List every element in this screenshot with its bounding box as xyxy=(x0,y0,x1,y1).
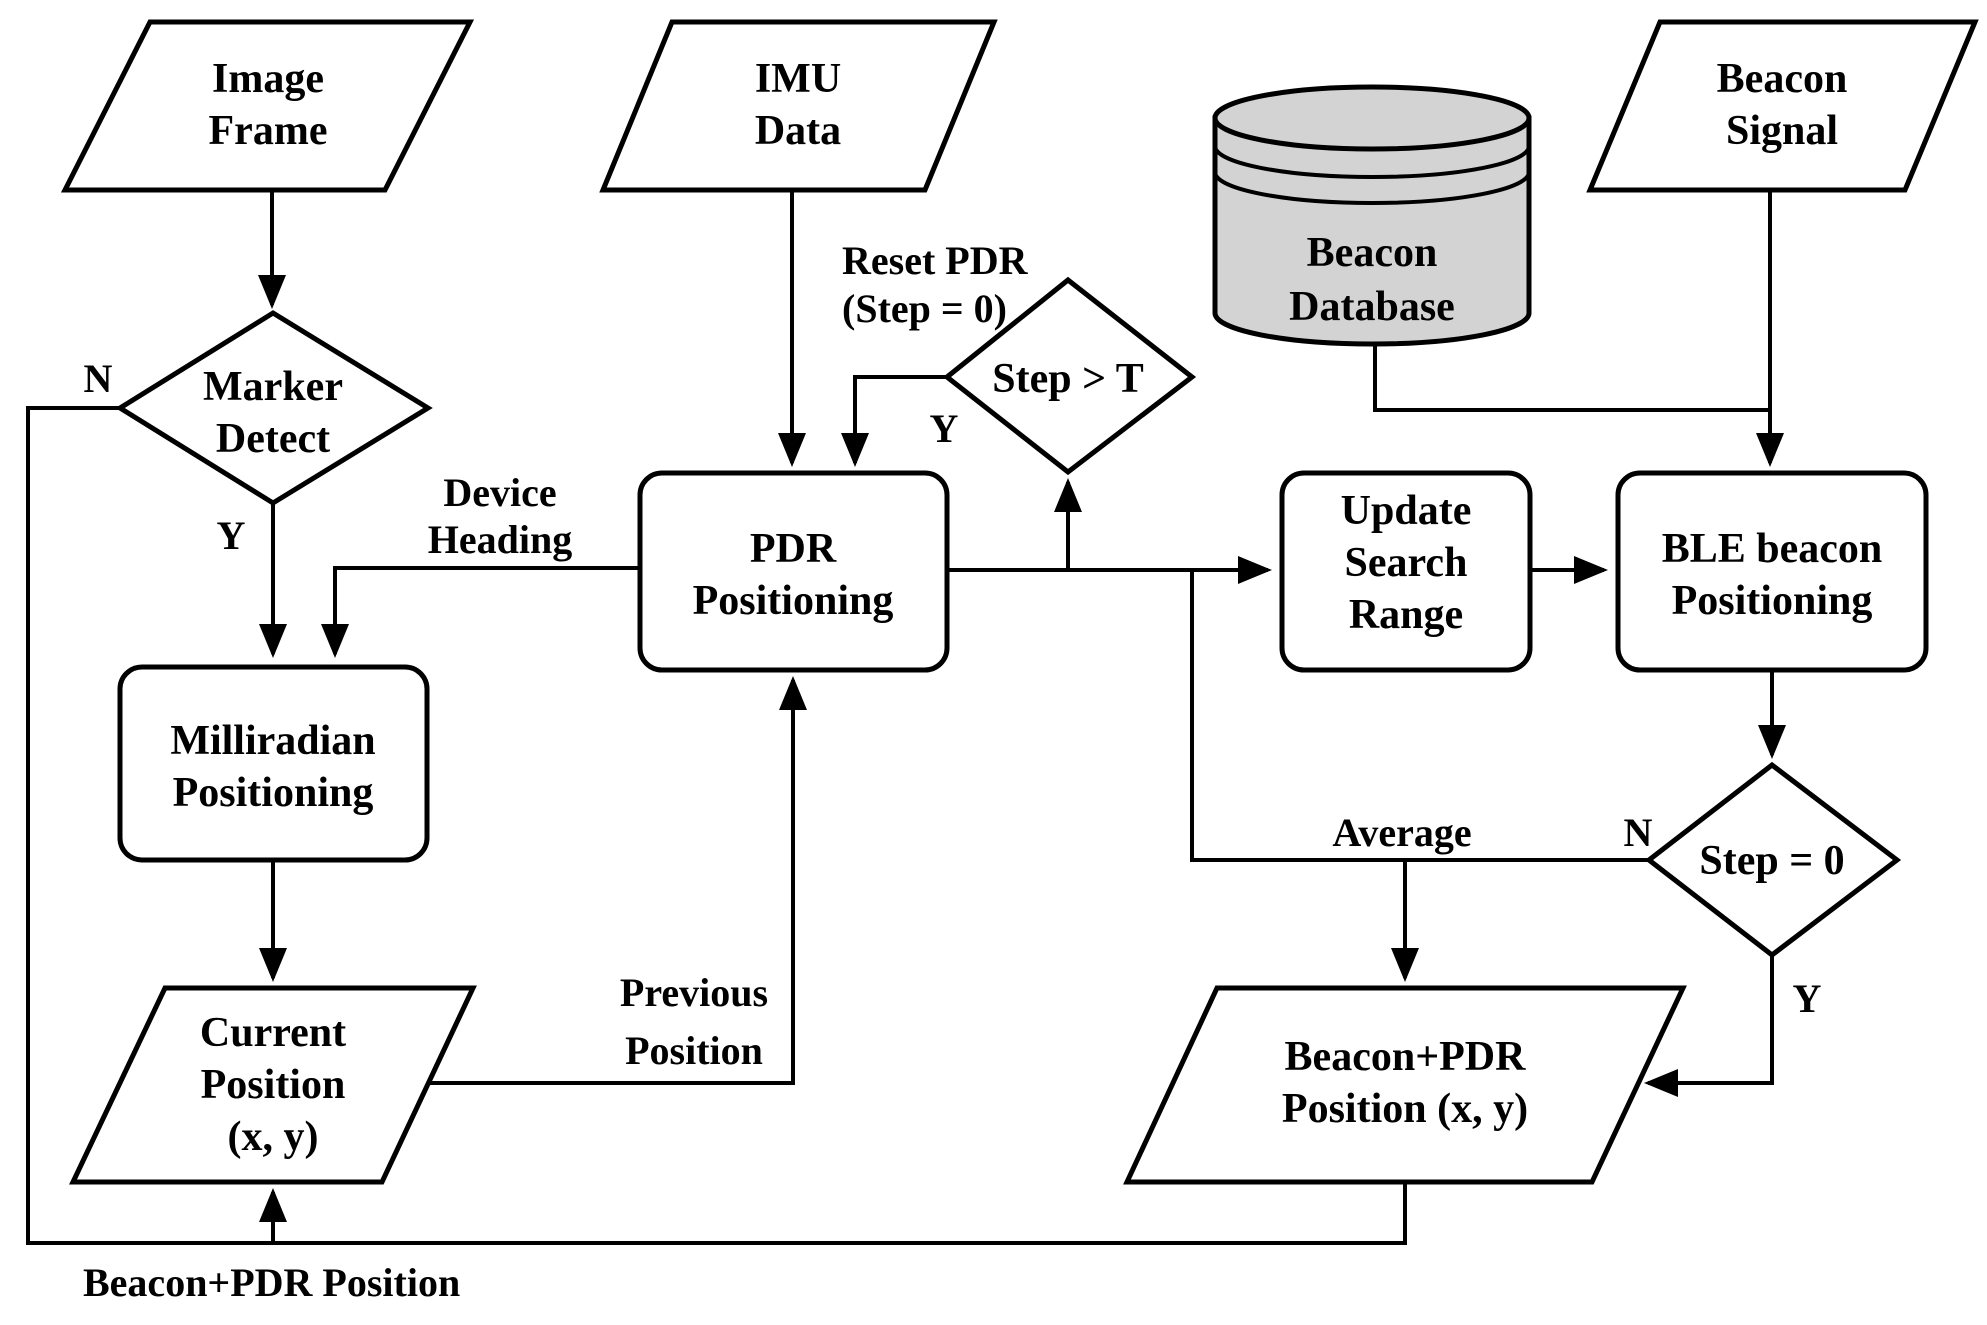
edge-step-eq-0-yes-to-beacon-pdr xyxy=(1644,955,1774,1097)
label-step-eq-0-no: N xyxy=(1624,810,1653,855)
marker-detect-label-line1: Marker xyxy=(203,364,343,410)
imu-data-label-line1: IMU xyxy=(755,56,841,102)
beacon-database-ring-2 xyxy=(1213,171,1531,205)
node-current-position xyxy=(69,985,477,1185)
beacon-pdr-position-label-line1: Beacon+PDR xyxy=(1285,1034,1527,1080)
node-imu-data xyxy=(599,19,998,193)
current-position-label-line3: (x, y) xyxy=(228,1114,319,1160)
label-reset-pdr-line2: (Step = 0) xyxy=(842,286,1007,331)
beacon-pdr-position-label-line2: Position (x, y) xyxy=(1282,1086,1528,1132)
node-step-eq-0 xyxy=(1644,761,1902,959)
marker-detect-label-line2: Detect xyxy=(216,416,330,462)
current-position-label-line2: Position xyxy=(201,1062,346,1108)
edge-device-heading-pdr-to-milliradian xyxy=(321,566,640,658)
label-previous-position-line2: Position xyxy=(625,1028,763,1073)
milliradian-positioning-label-line1: Milliradian xyxy=(170,718,375,764)
label-marker-detect-yes: Y xyxy=(217,513,246,558)
ble-beacon-positioning-label-line1: BLE beacon xyxy=(1662,526,1883,572)
node-beacon-pdr-position xyxy=(1123,985,1687,1185)
node-ble-beacon-positioning xyxy=(1615,470,1929,673)
label-device-heading-line1: Device xyxy=(443,470,556,515)
edge-step-gt-t-yes-to-pdr xyxy=(841,375,947,467)
beacon-database-ring-1 xyxy=(1213,145,1531,179)
step-gt-t-label: Step > T xyxy=(992,356,1144,402)
label-step-gt-t-yes: Y xyxy=(930,406,959,451)
beacon-database-label-line2: Database xyxy=(1289,284,1455,330)
milliradian-positioning-label-line2: Positioning xyxy=(173,770,374,816)
beacon-database-label-line1: Beacon xyxy=(1307,230,1438,276)
node-milliradian-positioning xyxy=(117,664,430,863)
pdr-positioning-label-line2: Positioning xyxy=(693,578,894,624)
node-pdr-positioning xyxy=(637,470,950,673)
label-step-eq-0-yes: Y xyxy=(1793,976,1822,1021)
node-step-gt-t xyxy=(942,276,1197,476)
label-previous-position-line1: Previous xyxy=(620,970,768,1015)
beacon-signal-label-line2: Signal xyxy=(1726,108,1838,154)
label-reset-pdr-line1: Reset PDR xyxy=(842,238,1029,283)
label-beacon-pdr-feedback: Beacon+PDR Position xyxy=(83,1260,460,1305)
current-position-label-line1: Current xyxy=(200,1010,346,1056)
beacon-database-top xyxy=(1212,84,1532,152)
edge-previous-position-current-to-pdr xyxy=(428,676,807,1085)
image-frame-label-line1: Image xyxy=(212,56,324,102)
label-device-heading-line2: Heading xyxy=(428,517,572,562)
step-eq-0-label: Step = 0 xyxy=(1699,838,1844,884)
label-marker-detect-no: N xyxy=(84,356,113,401)
label-average: Average xyxy=(1332,810,1471,855)
node-beacon-database: Beacon Database xyxy=(1212,84,1532,347)
update-search-range-label-line3: Range xyxy=(1349,592,1463,638)
update-search-range-label-line1: Update xyxy=(1341,488,1472,534)
imu-data-label-line2: Data xyxy=(755,108,841,154)
ble-beacon-positioning-label-line2: Positioning xyxy=(1672,578,1873,624)
node-update-search-range xyxy=(1279,470,1533,673)
node-beacon-signal xyxy=(1586,19,1979,193)
beacon-signal-label-line1: Beacon xyxy=(1717,56,1848,102)
edge-no-branch-and-feedback-rail xyxy=(26,406,1407,1245)
edge-average-rail xyxy=(1190,570,1649,862)
image-frame-label-line2: Frame xyxy=(209,108,328,154)
pdr-positioning-label-line1: PDR xyxy=(750,526,837,572)
node-image-frame xyxy=(60,19,475,193)
edge-beacon-database-stub xyxy=(1373,345,1770,412)
update-search-range-label-line2: Search xyxy=(1345,540,1468,586)
node-marker-detect xyxy=(115,310,433,506)
